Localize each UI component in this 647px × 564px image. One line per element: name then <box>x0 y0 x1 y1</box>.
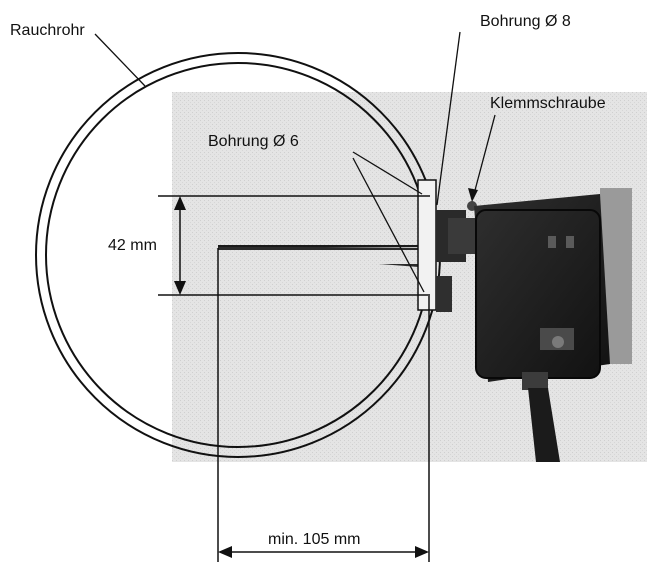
label-pipe: Rauchrohr <box>10 22 85 39</box>
dimension-distance <box>217 248 430 562</box>
label-hole-8: Bohrung Ø 8 <box>480 13 571 30</box>
label-hole-6: Bohrung Ø 6 <box>208 133 299 150</box>
probe-rod <box>218 245 432 268</box>
label-min-distance: min. 105 mm <box>268 531 360 548</box>
screw-icon <box>552 336 564 348</box>
dimension-height <box>158 195 430 296</box>
label-clamp-screw: Klemmschraube <box>490 95 606 112</box>
sensor-device <box>474 188 632 462</box>
leader-lines <box>94 31 496 293</box>
label-height: 42 mm <box>108 237 157 254</box>
mounting-flange <box>417 179 477 312</box>
